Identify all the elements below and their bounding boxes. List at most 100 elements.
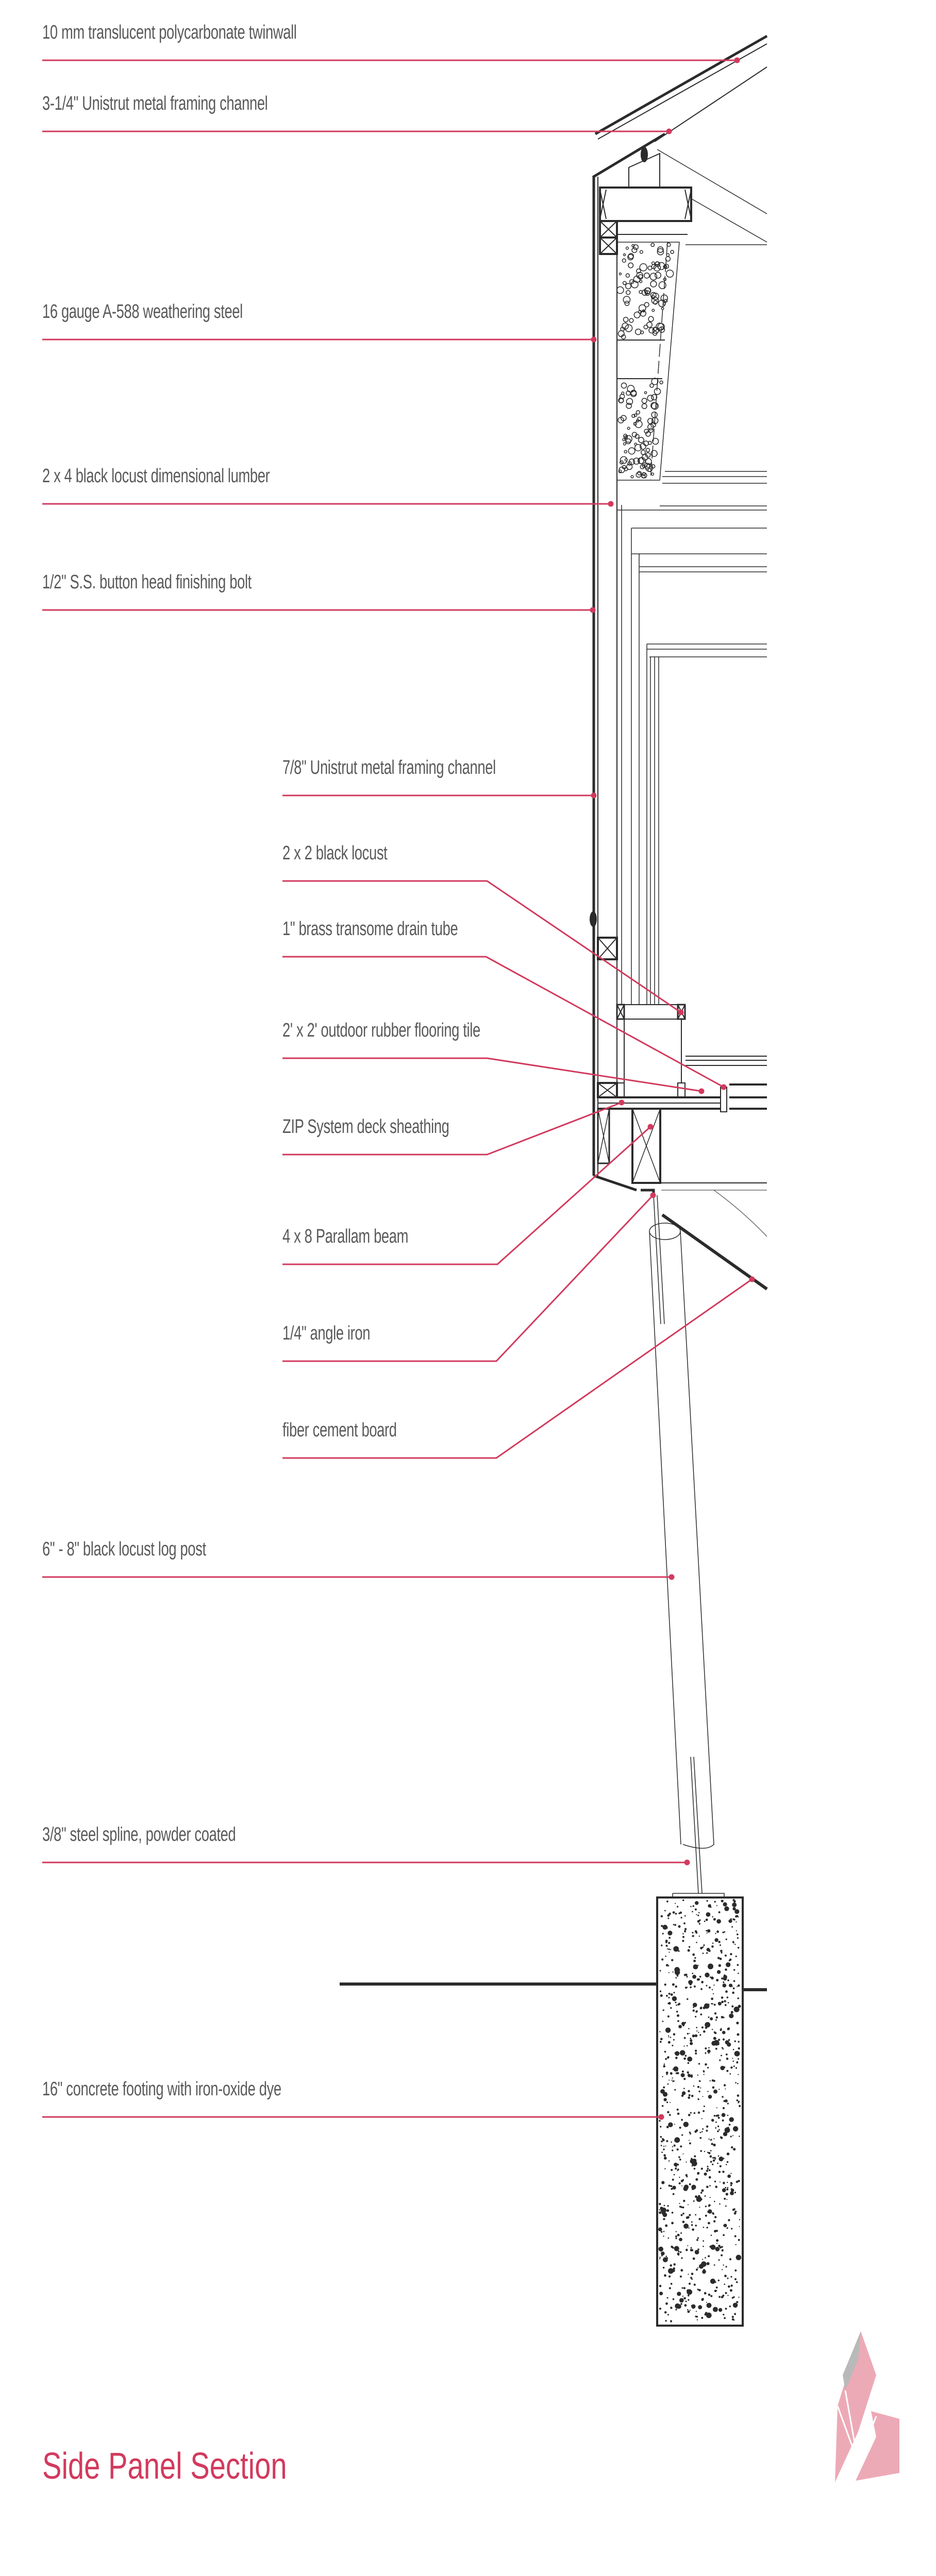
aggregate-speck — [711, 2079, 714, 2082]
aggregate-speck — [722, 2269, 723, 2270]
aggregate-speck — [667, 2205, 669, 2207]
leader-endpoint — [668, 1574, 675, 1580]
aggregate-speck — [668, 1937, 671, 1939]
aggregate-speck — [692, 1935, 694, 1937]
aggregate-speck — [708, 2095, 712, 2099]
fiber-cement-board — [661, 1213, 768, 1291]
roof-twinwall — [594, 35, 768, 135]
perforation-hole — [641, 398, 647, 404]
aggregate-speck — [695, 2195, 698, 2198]
aggregate-speck — [672, 1996, 677, 2002]
aggregate-speck — [734, 2269, 737, 2272]
aggregate-speck — [675, 1912, 677, 1915]
aggregate-speck — [711, 1945, 714, 1948]
aggregate-speck — [666, 1900, 668, 1903]
aggregate-speck — [724, 1906, 729, 1911]
aggregate-speck — [672, 2077, 673, 2079]
parallam-beam — [631, 1108, 661, 1184]
aggregate-speck — [695, 1931, 698, 1934]
aggregate-speck — [683, 1974, 686, 1976]
aggregate-speck — [680, 2303, 682, 2305]
aggregate-speck — [711, 1976, 714, 1980]
aggregate-speck — [713, 2031, 716, 2033]
perforation-hole — [650, 472, 655, 476]
aggregate-speck — [667, 2111, 670, 2113]
aggregate-speck — [718, 2089, 720, 2090]
aggregate-speck — [718, 2308, 723, 2312]
aggregate-speck — [722, 1931, 724, 1934]
aggregate-speck — [721, 1977, 724, 1980]
aggregate-speck — [687, 2062, 690, 2064]
perforation-hole — [625, 290, 631, 295]
label-unistrut-7-8: 7/8" Unistrut metal framing channel — [282, 757, 496, 778]
perforation-hole — [651, 394, 658, 401]
aggregate-speck — [701, 2317, 704, 2319]
aggregate-speck — [672, 1971, 674, 1973]
aggregate-speck — [702, 2259, 704, 2260]
aggregate-speck — [737, 1937, 739, 1939]
aggregate-speck — [713, 2143, 716, 2147]
aggregate-speck — [692, 1931, 694, 1934]
perforation-hole — [658, 326, 665, 333]
aggregate-speck — [738, 2041, 740, 2043]
aggregate-speck — [716, 2107, 717, 2109]
aggregate-speck — [732, 2135, 734, 2137]
aggregate-speck — [725, 1968, 727, 1971]
aggregate-speck — [679, 2206, 681, 2208]
aggregate-speck — [726, 2188, 729, 2191]
perforation-hole — [622, 281, 627, 285]
aggregate-speck — [721, 2001, 724, 2004]
aggregate-speck — [693, 2283, 696, 2286]
perforation-hole — [651, 378, 659, 385]
aggregate-speck — [708, 2053, 710, 2054]
aggregate-speck — [671, 2141, 672, 2143]
aggregate-speck — [689, 2310, 691, 2311]
perforated-steel-panel — [616, 242, 680, 481]
aggregate-speck — [668, 2275, 671, 2278]
aggregate-speck — [697, 1964, 699, 1966]
aggregate-speck — [727, 2295, 729, 2296]
aggregate-speck — [677, 2292, 681, 2296]
perforation-hole — [622, 258, 626, 263]
aggregate-speck — [713, 2037, 716, 2040]
aggregate-speck — [731, 2318, 734, 2321]
aggregate-speck — [675, 2167, 677, 2170]
aggregate-speck — [708, 2205, 710, 2207]
aggregate-speck — [726, 2181, 728, 2183]
aggregate-speck — [738, 2100, 740, 2103]
leader-endpoint — [666, 128, 672, 134]
steel-spline — [653, 1195, 703, 1894]
label-angle-iron: 1/4" angle iron — [282, 1323, 371, 1344]
aggregate-speck — [712, 1993, 714, 1994]
aggregate-speck — [733, 2148, 736, 2151]
aggregate-speck — [712, 2159, 715, 2162]
aggregate-speck — [730, 2191, 734, 2195]
aggregate-speck — [670, 2185, 673, 2188]
leader-endpoint — [678, 1009, 684, 1015]
perforation-hole — [640, 450, 646, 455]
aggregate-speck — [715, 2247, 720, 2251]
perforation-hole — [636, 272, 643, 279]
aggregate-speck — [738, 2058, 739, 2060]
aggregate-speck — [672, 2044, 674, 2046]
aggregate-speck — [676, 2108, 679, 2111]
aggregate-speck — [697, 2237, 699, 2239]
aggregate-speck — [719, 2165, 722, 2167]
aggregate-speck — [686, 2176, 688, 2178]
aggregate-speck — [678, 1912, 680, 1914]
perforation-holes — [616, 242, 674, 479]
aggregate-speck — [679, 2177, 680, 2178]
aggregate-speck — [737, 2033, 740, 2036]
perforation-hole — [647, 423, 654, 431]
aggregate-speck — [680, 2232, 682, 2234]
aggregate-speck — [667, 2314, 669, 2316]
aggregate-speck — [737, 2256, 740, 2259]
aggregate-speck — [732, 2058, 733, 2059]
x-block — [597, 937, 618, 960]
aggregate-speck — [708, 2209, 712, 2214]
perforation-hole — [627, 427, 630, 430]
aggregate-speck — [731, 2146, 733, 2149]
aggregate-speck — [701, 1980, 704, 1984]
aggregate-speck — [718, 2296, 721, 2298]
aggregate-speck — [683, 2297, 686, 2300]
